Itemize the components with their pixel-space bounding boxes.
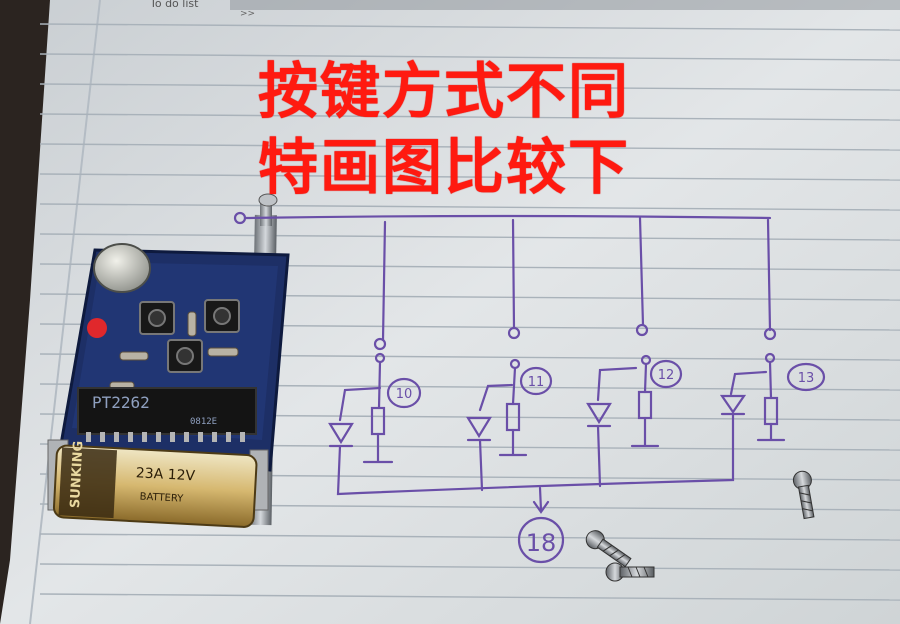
screw-1 [792,470,815,520]
battery-type: 23A 12V [135,465,195,484]
pin-label-12: 12 [658,368,675,383]
ruled-line [39,233,900,241]
notebook-margin-line [29,0,101,624]
remote-pcb-board: PT2262 0812E [47,243,290,511]
crystal-oscillator [93,243,151,293]
schematic-pin-labels: 10 11 12 13 18 [396,368,815,557]
screw-2 [585,530,632,568]
hand-drawn-schematic [233,211,826,564]
pin-label-13: 13 [798,371,815,386]
ruled-line [39,593,900,601]
ruled-line [39,533,900,541]
notebook-header-strip [230,0,900,10]
battery-word: BATTERY [139,491,184,504]
ruled-line [39,143,900,151]
red-led [87,318,107,338]
battery-brand: SUNKING [68,441,86,509]
ruled-line [39,83,900,91]
chip-code: 0812E [190,417,217,427]
pt2262-chip: PT2262 0812E [77,387,257,442]
push-buttons [139,299,240,373]
ruled-line [39,203,900,211]
caption-line-1: 按键方式不同 [258,57,630,127]
ruled-line [39,563,900,571]
ruled-line [39,53,900,61]
screw-3 [605,562,655,582]
pin-label-11: 11 [528,375,545,390]
caption-line-2: 特画图比较下 [258,133,630,203]
notebook-header-arrows: >> [240,9,255,19]
notebook-header-text: To do list [149,0,199,10]
pin-label-10: 10 [396,387,413,402]
23a-battery: SUNKING 23A 12V BATTERY [52,441,258,528]
chip-label: PT2262 [92,393,150,412]
ruled-line [39,113,900,121]
ruled-line [39,23,900,31]
pin-label-18: 18 [526,529,557,557]
ruled-line [39,173,900,181]
